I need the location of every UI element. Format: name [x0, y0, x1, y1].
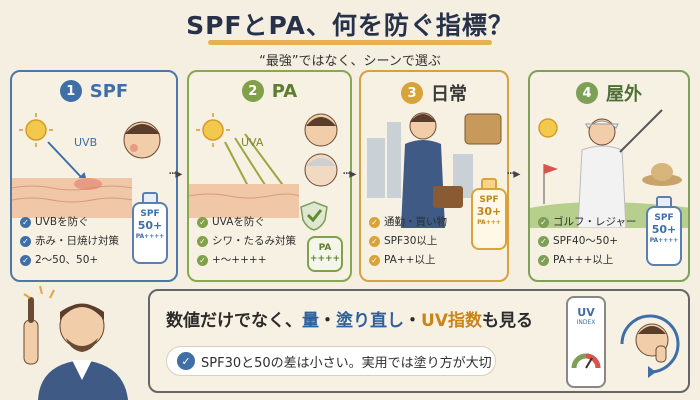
uv-label: UV	[577, 306, 595, 319]
bottle-sub: PA+++	[477, 219, 501, 226]
card-outdoor-bullets: ✓ゴルフ・レジャー ✓SPF40〜50+ ✓PA+++以上	[538, 213, 636, 270]
pa-illustration	[189, 113, 338, 218]
presenter-icon	[23, 297, 128, 400]
list-item: ✓PA++以上	[369, 251, 447, 270]
card-number-badge: 1	[59, 80, 82, 102]
card-number-badge: 2	[241, 80, 264, 102]
card-outdoor: 4 屋外 SPF 50+ PA++++ ✓ゴルフ・レジャー ✓SPF40〜50+…	[528, 70, 690, 282]
commuter-illustration	[367, 112, 502, 228]
check-icon: ✓	[369, 255, 380, 266]
check-icon: ✓	[538, 217, 549, 228]
arrow-right-icon: ···▸	[342, 166, 356, 182]
businessman-icon	[401, 112, 463, 228]
bottle-value: ++++	[309, 254, 341, 264]
card-pa: 2 PA UVA PA ++++ ✓UVAを防ぐ ✓シワ・たるみ対策 ✓+〜++…	[187, 70, 352, 282]
check-icon: ✓	[20, 217, 31, 228]
list-item: ✓SPF40〜50+	[538, 232, 636, 251]
list-item: ✓SPF30以上	[369, 232, 447, 251]
bottle-sub: PA++++	[649, 237, 679, 244]
summary-message: 数値だけでなく、量・塗り直し・UV指数も見る	[166, 311, 533, 331]
list-item: ✓ゴルフ・レジャー	[538, 213, 636, 232]
arrow-right-icon: ···▸	[506, 166, 520, 182]
card-heading: SPF	[89, 80, 129, 102]
check-icon: ✓	[20, 255, 31, 266]
bottle-label: SPF	[140, 209, 160, 219]
card-daily-header: 3 日常	[361, 80, 507, 106]
list-item: ✓シワ・たるみ対策	[197, 232, 296, 251]
check-icon: ✓	[538, 255, 549, 266]
bottle-label: PA	[318, 243, 332, 253]
summary-note: ✓ SPF30と50の差は小さい。実用では塗り方が大切	[166, 346, 496, 376]
check-icon: ✓	[20, 236, 31, 247]
bottle-value: 50+	[137, 219, 163, 232]
sun-icon	[538, 118, 558, 138]
card-heading: PA	[271, 80, 298, 102]
page-title: SPFとPA、何を防ぐ指標？	[186, 11, 514, 40]
daily-bottle-icon: SPF 30+ PA+++	[471, 178, 507, 250]
card-number-badge: 3	[401, 82, 423, 104]
uvb-label: UVB	[74, 136, 98, 149]
spf-bottle-icon: SPF 50+ PA++++	[132, 192, 168, 264]
bottle-sub: PA++++	[135, 233, 165, 240]
check-icon: ✓	[538, 236, 549, 247]
sun-icon	[19, 113, 53, 147]
uv-index-tube-icon: UV INDEX	[566, 296, 606, 388]
uv-sub-label: INDEX	[576, 319, 596, 326]
card-heading: 屋外	[606, 84, 642, 105]
card-heading: 日常	[431, 84, 467, 105]
aged-face-icon	[304, 153, 338, 187]
shield-icon	[300, 201, 328, 231]
check-icon: ✓	[197, 236, 208, 247]
list-item: ✓PA+++以上	[538, 251, 636, 270]
bottle-value: 50+	[651, 223, 677, 236]
skin-layer-icon	[189, 184, 299, 218]
list-item: ✓UVAを防ぐ	[197, 213, 296, 232]
card-daily: 3 日常 SPF 30+ PA+++ ✓通勤・買い物 ✓SPF30以上 ✓PA+…	[359, 70, 509, 282]
pa-tube-icon: PA ++++	[307, 236, 343, 272]
title-underline	[208, 40, 492, 45]
arrow-right-icon: ···▸	[168, 166, 182, 182]
check-icon: ✓	[369, 236, 380, 247]
card-spf: 1 SPF UVB SPF 50+ PA++++ ✓UVBを防ぐ ✓赤み・日焼け…	[10, 70, 178, 282]
list-item: ✓2〜50、50+	[20, 251, 119, 270]
list-item: ✓通勤・買い物	[369, 213, 447, 232]
card-number-badge: 4	[576, 82, 598, 104]
sparkle-icon	[23, 285, 55, 299]
summary-panel	[148, 289, 690, 393]
card-pa-bullets: ✓UVAを防ぐ ✓シワ・たるみ対策 ✓+〜++++	[197, 213, 296, 270]
card-daily-bullets: ✓通勤・買い物 ✓SPF30以上 ✓PA++以上	[369, 213, 447, 270]
outdoor-bottle-icon: SPF 50+ PA++++	[646, 196, 682, 266]
briefcase-icon	[433, 186, 463, 208]
golfer-icon	[577, 109, 663, 228]
refresh-arrow-icon	[620, 314, 680, 378]
card-spf-header: 1 SPF	[12, 80, 176, 102]
list-item: ✓赤み・日焼け対策	[20, 232, 119, 251]
face-icon	[635, 323, 669, 363]
uva-ray-arrow-icon	[224, 133, 286, 189]
bottle-value: 30+	[476, 205, 502, 218]
list-item: ✓+〜++++	[197, 251, 296, 270]
presenter-illustration	[23, 285, 128, 400]
list-item: ✓UVBを防ぐ	[20, 213, 119, 232]
card-spf-bullets: ✓UVBを防ぐ ✓赤み・日焼け対策 ✓2〜50、50+	[20, 213, 119, 270]
spf-illustration	[12, 113, 161, 218]
sun-icon	[196, 113, 230, 147]
check-icon: ✓	[197, 217, 208, 228]
uv-gauge-icon	[571, 353, 601, 369]
handbag-icon	[464, 113, 502, 145]
check-icon: ✓	[369, 217, 380, 228]
check-icon: ✓	[177, 352, 195, 370]
sunburned-face-icon	[123, 121, 161, 159]
page-subtitle: “最強”ではなく、シーンで選ぶ	[259, 54, 441, 69]
bottle-label: SPF	[654, 213, 674, 223]
card-pa-header: 2 PA	[189, 80, 350, 102]
reapply-illustration	[620, 314, 680, 378]
card-outdoor-header: 4 屋外	[530, 80, 688, 106]
bottle-label: SPF	[479, 195, 499, 205]
face-icon	[304, 113, 338, 147]
check-icon: ✓	[197, 255, 208, 266]
uva-label: UVA	[241, 136, 264, 149]
golf-club-icon	[619, 109, 663, 153]
